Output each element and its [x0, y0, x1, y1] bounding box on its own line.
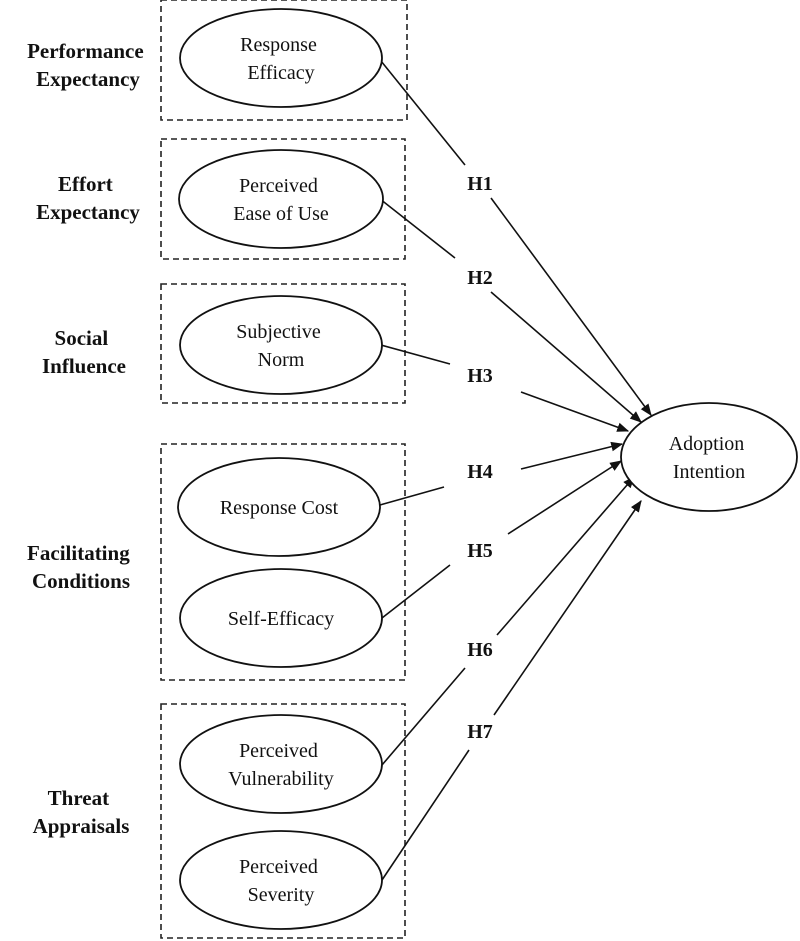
- construct-perceived-vulnerability: Perceived Vulnerability: [179, 714, 383, 814]
- construct-response-cost: Response Cost: [177, 457, 381, 557]
- arrow-h5-tail: [381, 564, 451, 619]
- group-box-performance: [160, 0, 408, 121]
- svg-text:Response Efficacy: Response Efficacy: [240, 34, 322, 84]
- group-label-threat: Threat Appraisals: [33, 786, 130, 838]
- arrow-h1-head: [490, 197, 652, 416]
- svg-text:Response Cost: Response Cost: [220, 497, 339, 519]
- group-label-effort: Effort Expectancy: [36, 172, 140, 224]
- arrow-h3-tail: [380, 344, 451, 365]
- hypothesis-label-h1: H1: [467, 173, 493, 195]
- group-label-social: Social Influence: [42, 326, 126, 378]
- svg-text:Subjective Norm: Subjective Norm: [236, 321, 325, 371]
- arrow-h4-tail: [379, 486, 445, 506]
- group-box-social: [160, 283, 406, 404]
- outcome-adoption-intention: Adoption Intention: [620, 402, 798, 512]
- hypothesis-label-h5: H5: [467, 540, 493, 562]
- arrow-h5-head: [507, 460, 623, 535]
- svg-text:Perceived Vulnerability: Perceived Vulnerability: [228, 740, 333, 790]
- construct-subjective-norm: Subjective Norm: [179, 295, 383, 395]
- arrow-h6-head: [496, 476, 635, 636]
- group-box-effort: [160, 138, 406, 260]
- arrow-h7-tail: [381, 749, 470, 881]
- construct-perceived-ease-of-use: Perceived Ease of Use: [178, 149, 384, 249]
- arrow-h4-head: [520, 441, 624, 470]
- svg-text:Perceived Severity: Perceived Severity: [239, 856, 323, 906]
- construct-self-efficacy: Self-Efficacy: [179, 568, 383, 668]
- hypothesis-arrows: [379, 60, 652, 881]
- hypothesis-label-h7: H7: [467, 721, 493, 743]
- group-box-facilitating: [160, 443, 406, 681]
- group-box-threat: [160, 703, 406, 939]
- arrow-h6-tail: [381, 667, 466, 766]
- hypothesis-label-h3: H3: [467, 365, 493, 387]
- construct-response-efficacy: Response Efficacy: [179, 8, 383, 108]
- construct-perceived-severity: Perceived Severity: [179, 830, 383, 930]
- group-label-facilitating: Facilitating Conditions: [27, 541, 135, 593]
- group-label-performance: Performance Expectancy: [27, 39, 149, 91]
- arrow-h7-head: [493, 500, 642, 716]
- hypothesis-label-h2: H2: [467, 267, 493, 289]
- arrow-h3-head: [520, 391, 630, 432]
- svg-text:Self-Efficacy: Self-Efficacy: [228, 608, 334, 630]
- svg-text:Perceived Ease of Use: Perceived Ease of Use: [233, 175, 329, 225]
- svg-text:Adoption Intention: Adoption Intention: [669, 433, 750, 483]
- arrow-h2-tail: [379, 198, 456, 259]
- arrow-h1-tail: [380, 60, 466, 166]
- hypothesis-label-h6: H6: [467, 639, 493, 661]
- hypothesis-label-h4: H4: [467, 461, 493, 483]
- arrow-h2-head: [490, 291, 642, 423]
